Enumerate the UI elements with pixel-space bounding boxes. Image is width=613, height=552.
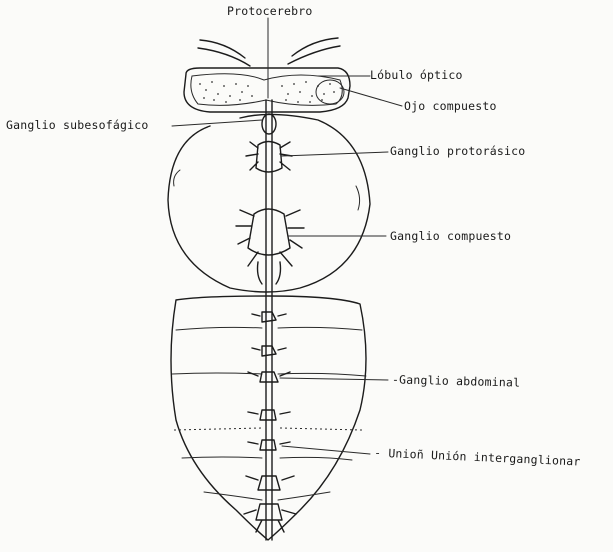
abdominal-ganglion-5 [248,440,290,450]
left-antenna [198,40,250,66]
leader-ganglio-abdominal [280,378,388,380]
subesophageal-ganglion-shape [262,114,276,134]
optic-lobe-stipple [199,81,335,103]
abdomen-segment-3 [174,428,362,430]
leader-ganglio-protoracico [282,152,388,156]
abdominal-ganglion-2 [252,346,286,356]
right-antenna [288,38,340,64]
abdomen-segment-2 [172,373,366,376]
leader-ojo-compuesto [340,88,402,106]
leader-ganglio-subesofagico [172,120,262,126]
waist-junction [258,262,281,284]
label-lobulo-optico: Lóbulo óptico [370,70,463,82]
abdominal-ganglion-4 [248,410,290,420]
abdomen-segment-4 [182,457,352,460]
label-ojo-compuesto: Ojo compuesto [404,101,497,113]
thorax-mark-left [174,170,180,186]
abdomen-segment-1 [176,327,362,330]
compound-ganglion-shape [236,209,304,266]
label-ganglio-subesofagico: Ganglio subesofágico [6,120,148,132]
abdominal-ganglion-6 [246,476,294,490]
terminal-ganglion [244,504,296,532]
label-ganglio-protoracico: Ganglio protorásico [390,146,525,158]
leader-union-interganglionar [282,446,370,454]
thorax-mark-right [356,186,360,210]
prothoracic-ganglion-shape [246,142,292,173]
label-protocerebro: Protocerebro [227,6,312,18]
abdominal-ganglion-1 [252,312,286,322]
label-ganglio-compuesto: Ganglio compuesto [390,231,511,243]
